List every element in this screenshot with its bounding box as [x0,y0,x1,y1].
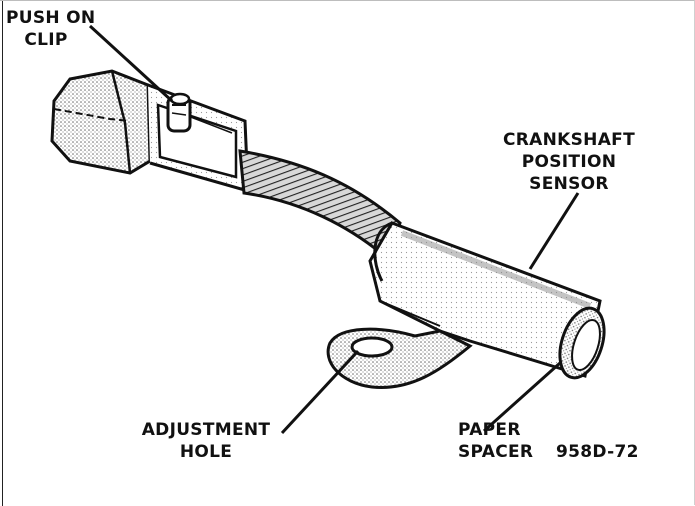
label-paper-line1: PAPER [458,420,521,440]
adjustment-hole-opening [350,336,394,358]
sensor-body [368,221,602,378]
leader-crankshaft-sensor [528,192,580,270]
push-on-clip [166,92,192,133]
leader-push-on-clip [88,24,174,103]
leader-adjustment-hole [280,349,360,435]
label-crankshaft-line1: CRANKSHAFT [503,130,635,150]
label-push-on-clip-line2: CLIP [24,30,68,50]
connector-body [50,69,250,194]
label-adjustment-line2: HOLE [179,442,233,462]
left-border-line [2,1,3,506]
figure-code: 958D-72 [556,442,639,462]
leader-lines [88,24,580,435]
label-adjustment-line1: ADJUSTMENT [141,420,271,440]
label-adjustment-hole: ADJUSTMENT HOLE [136,419,276,463]
label-crankshaft-line2: POSITION [521,152,617,172]
label-crankshaft-line3: SENSOR [529,174,609,194]
paper-spacer-cap [558,306,606,380]
label-paper-spacer: PAPER SPACER [458,419,548,463]
leader-paper-spacer [482,361,562,433]
label-push-on-clip: PUSH ON CLIP [6,7,96,51]
label-crankshaft-position-sensor: CRANKSHAFT POSITION SENSOR [494,129,644,195]
label-push-on-clip-line1: PUSH ON [6,8,96,28]
mounting-flange [326,327,473,390]
label-paper-line2: SPACER [458,442,534,462]
